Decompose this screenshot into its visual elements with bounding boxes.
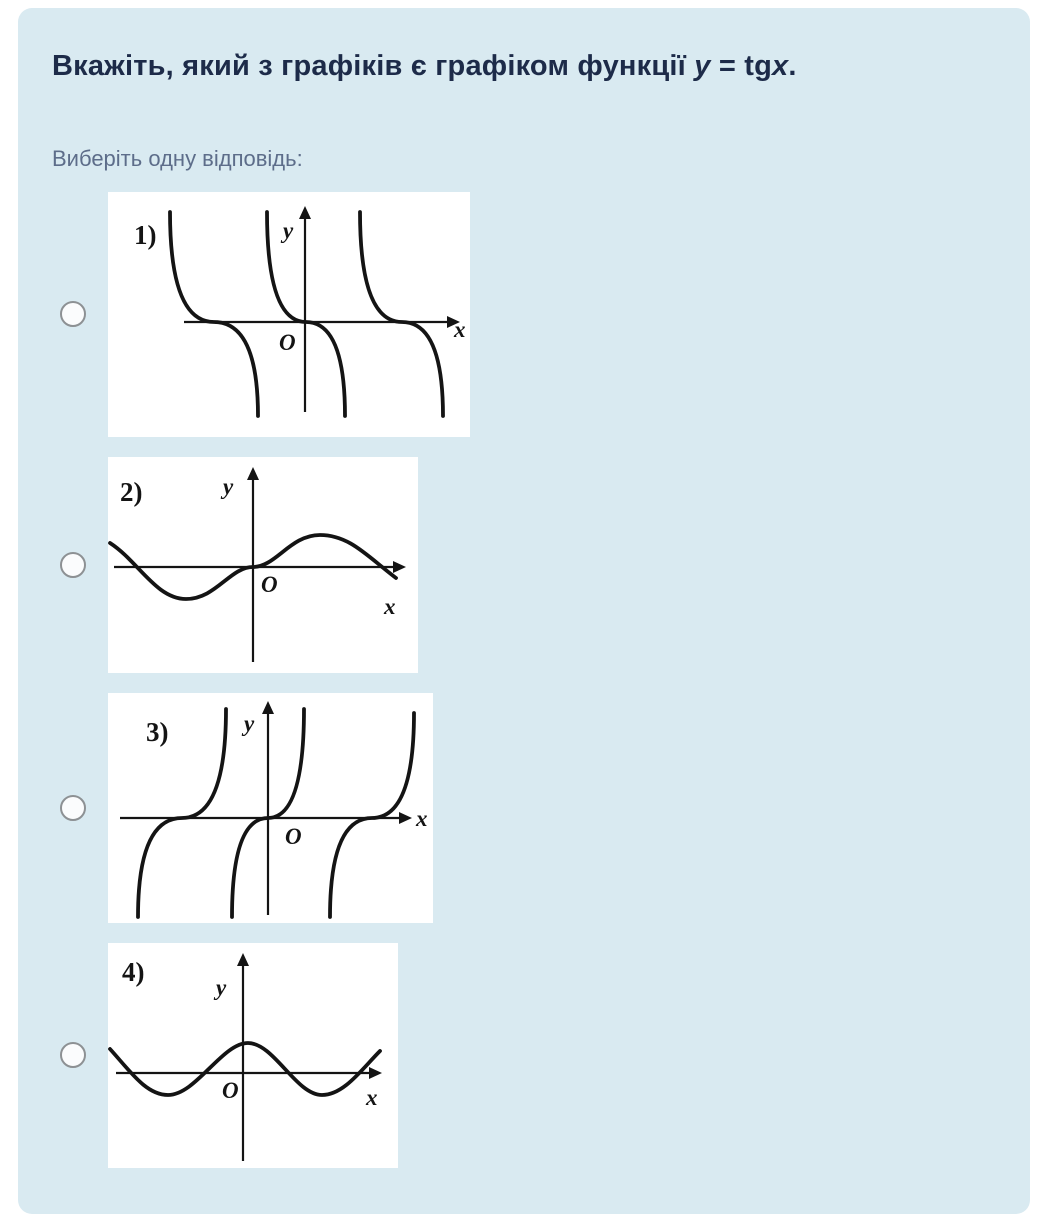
option-2-graph-card[interactable]: 2) y O x bbox=[108, 456, 418, 673]
option-number-label: 1) bbox=[134, 220, 157, 250]
y-axis-label: y bbox=[241, 711, 255, 736]
radio-option-3[interactable] bbox=[60, 794, 86, 821]
radio-option-4[interactable] bbox=[60, 1042, 86, 1069]
cosine-curve bbox=[108, 1040, 382, 1097]
y-axis-label: y bbox=[220, 474, 234, 499]
answer-prompt: Виберіть одну відповідь: bbox=[52, 145, 303, 171]
answer-option-1: 1) y O x bbox=[60, 191, 1030, 437]
x-axis-label: x bbox=[453, 317, 466, 342]
option-number-label: 3) bbox=[146, 717, 169, 747]
answer-option-2: 2) y O x bbox=[60, 456, 1030, 673]
x-axis-arrowhead-icon bbox=[399, 811, 412, 824]
option-number-label: 2) bbox=[120, 477, 143, 507]
x-axis-arrowhead-icon bbox=[393, 560, 406, 573]
y-axis-arrowhead-icon bbox=[237, 952, 249, 966]
tangent-branch bbox=[136, 706, 228, 919]
tangent-branch bbox=[230, 706, 306, 919]
title-prefix: Вкажіть, який з графіків є графіком функ… bbox=[52, 50, 695, 82]
y-axis-arrowhead-icon bbox=[247, 466, 259, 480]
title-suffix: . bbox=[788, 50, 797, 82]
y-axis-arrowhead-icon bbox=[299, 205, 311, 219]
question-panel: Вкажіть, який з графіків є графіком функ… bbox=[18, 8, 1030, 1214]
tangent-branch bbox=[168, 209, 260, 418]
y-axis-label: y bbox=[213, 975, 227, 1000]
cosine-like-wave-graph: 4) y O x bbox=[108, 952, 382, 1161]
origin-label: O bbox=[261, 572, 278, 597]
decreasing-tangent-branches-graph: 1) y O x bbox=[134, 205, 466, 418]
answer-option-3: 3) y O x bbox=[60, 692, 1030, 923]
sine-wave-graph: 2) y O x bbox=[108, 466, 406, 662]
origin-label: O bbox=[222, 1078, 239, 1103]
tangent-branch bbox=[358, 209, 445, 418]
x-axis-arrowhead-icon bbox=[369, 1066, 382, 1079]
option-3-graph-card[interactable]: 3) y O x bbox=[108, 692, 433, 923]
x-axis-label: x bbox=[415, 806, 428, 831]
x-axis-arrowhead-icon bbox=[447, 315, 460, 328]
x-axis-label: x bbox=[365, 1085, 378, 1110]
option-number-label: 4) bbox=[122, 957, 145, 987]
answer-option-4: 4) y O x bbox=[60, 942, 1030, 1168]
title-equals-tg: = tg bbox=[710, 50, 772, 82]
origin-label: O bbox=[279, 330, 296, 355]
tangent-branch bbox=[265, 209, 347, 418]
y-axis-arrowhead-icon bbox=[262, 700, 274, 714]
sine-curve bbox=[108, 532, 398, 601]
option-4-graph-card[interactable]: 4) y O x bbox=[108, 942, 398, 1168]
option-1-graph-card[interactable]: 1) y O x bbox=[108, 191, 470, 437]
radio-option-2[interactable] bbox=[60, 551, 86, 578]
tangent-branch bbox=[328, 710, 416, 919]
radio-option-1[interactable] bbox=[60, 301, 86, 328]
y-axis-label: y bbox=[280, 218, 294, 243]
origin-label: O bbox=[285, 824, 302, 849]
increasing-tangent-branches-graph: 3) y O x bbox=[120, 700, 428, 919]
x-axis-label: x bbox=[383, 594, 396, 619]
title-x-variable: x bbox=[772, 50, 789, 82]
title-y-variable: y bbox=[694, 50, 711, 82]
question-title: Вкажіть, який з графіків є графіком функ… bbox=[52, 48, 990, 86]
answer-options: 1) y O x 2) y O x bbox=[60, 191, 1030, 1168]
